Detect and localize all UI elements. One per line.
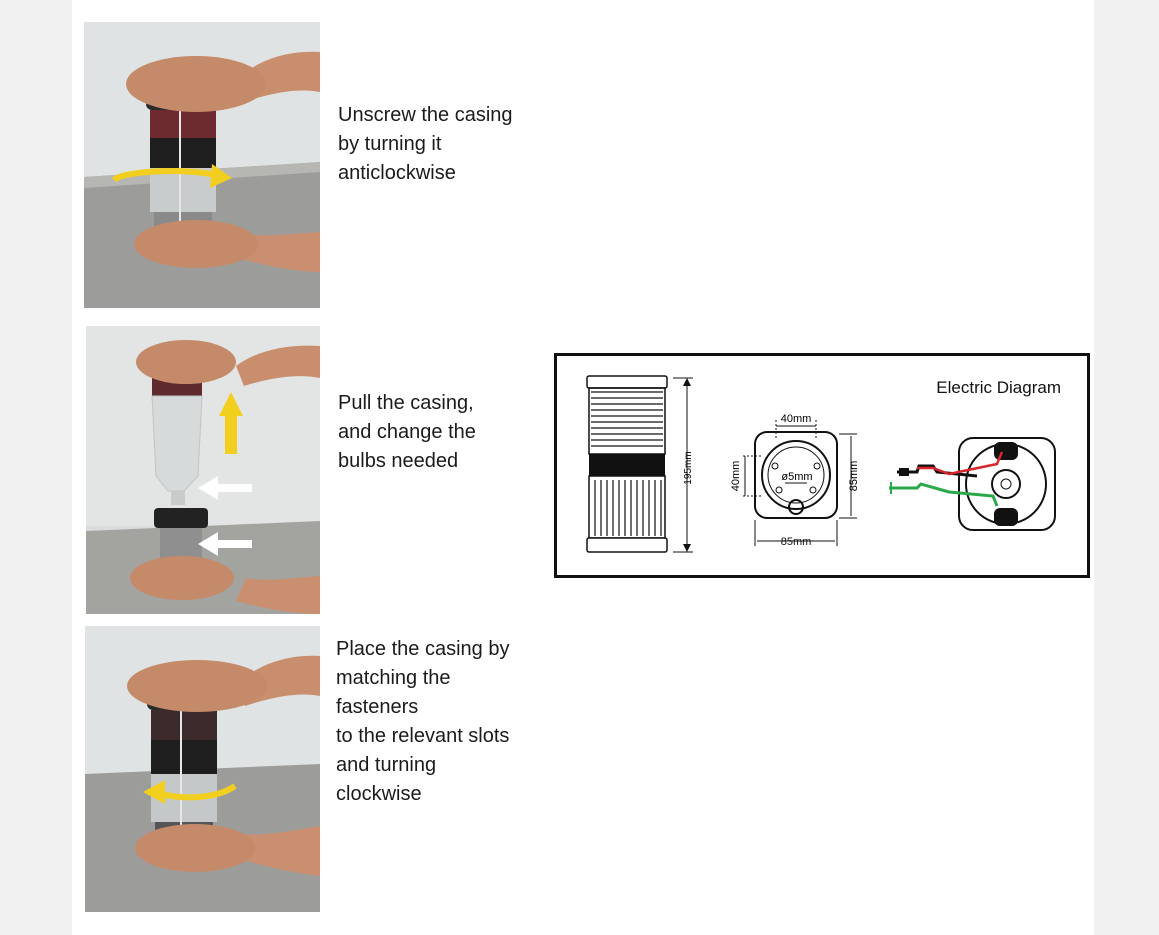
step-2-text: Pull the casing, and change the bulbs ne… <box>338 392 476 472</box>
dimension-drawing: 195mm ø5mm 40mm 40mm 85mm 85mm <box>586 375 1056 553</box>
dim-hole-label: ø5mm <box>781 471 812 483</box>
step-3-text: Place the casing by matching the fastene… <box>336 638 510 805</box>
dim-base-height-label: 85mm <box>848 461 860 492</box>
dim-side-height-label: 40mm <box>730 461 742 492</box>
dim-top-width-label: 40mm <box>781 413 812 425</box>
dim-height-label: 195mm <box>683 451 694 484</box>
diagram-title: Electric Diagram <box>936 378 1061 397</box>
step-1-text: Unscrew the casing by turning it anticlo… <box>338 104 513 184</box>
step-2-photo <box>86 326 320 614</box>
electric-diagram-panel: Electric Diagram 195mm <box>554 353 1090 578</box>
step-1-photo <box>84 22 320 308</box>
step-3-photo <box>85 626 320 912</box>
dim-base-width-label: 85mm <box>781 536 812 548</box>
